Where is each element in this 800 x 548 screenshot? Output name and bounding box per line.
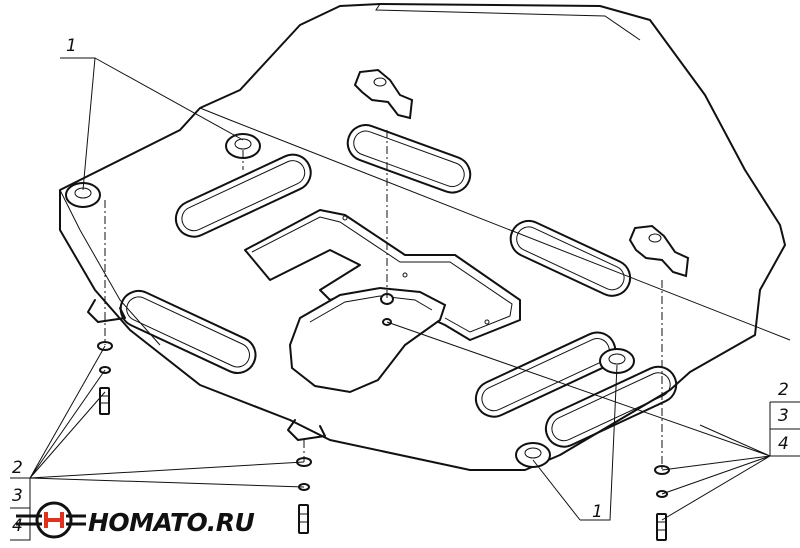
callout-2-right: 2 bbox=[778, 380, 789, 400]
front-tab-center bbox=[287, 419, 326, 441]
callout-4-left: 4 bbox=[12, 516, 23, 536]
plate-outline bbox=[59, 3, 786, 471]
grommet-bottom bbox=[515, 442, 551, 468]
center-lines bbox=[104, 130, 663, 470]
fastener-stack-left bbox=[97, 341, 113, 415]
leader-right bbox=[386, 321, 800, 521]
callout-3-left: 3 bbox=[12, 486, 23, 506]
callout-3-right: 3 bbox=[778, 406, 789, 426]
callout-1-top-left: 1 bbox=[66, 36, 77, 56]
grommet-front-left bbox=[65, 182, 101, 208]
small-hole bbox=[402, 272, 408, 278]
homato-logo-icon bbox=[16, 501, 86, 539]
front-tab-left bbox=[87, 299, 126, 323]
hatch-inner bbox=[309, 295, 433, 323]
plate-fold-line bbox=[59, 189, 161, 346]
bracket-rear-left bbox=[353, 68, 414, 120]
service-hatch bbox=[288, 286, 447, 394]
callout-2-left: 2 bbox=[12, 458, 23, 478]
plate-inner-edge bbox=[199, 107, 791, 341]
callout-4-right: 4 bbox=[778, 434, 789, 454]
homato-logo-text: HOMATO.RU bbox=[88, 508, 255, 537]
leader-top-left bbox=[60, 57, 244, 191]
leader-bottom bbox=[532, 364, 618, 521]
callout-1-bottom: 1 bbox=[592, 502, 603, 522]
stamped-ribs bbox=[119, 124, 678, 448]
leader-left bbox=[10, 345, 305, 541]
plate-rear-fold bbox=[375, 3, 641, 41]
small-hole bbox=[484, 319, 490, 325]
fastener-stack-right bbox=[654, 465, 670, 541]
grommet-top-left bbox=[225, 133, 261, 159]
small-hole bbox=[342, 215, 348, 221]
fastener-stack-center bbox=[296, 457, 312, 534]
bracket-rear-right bbox=[628, 224, 690, 278]
